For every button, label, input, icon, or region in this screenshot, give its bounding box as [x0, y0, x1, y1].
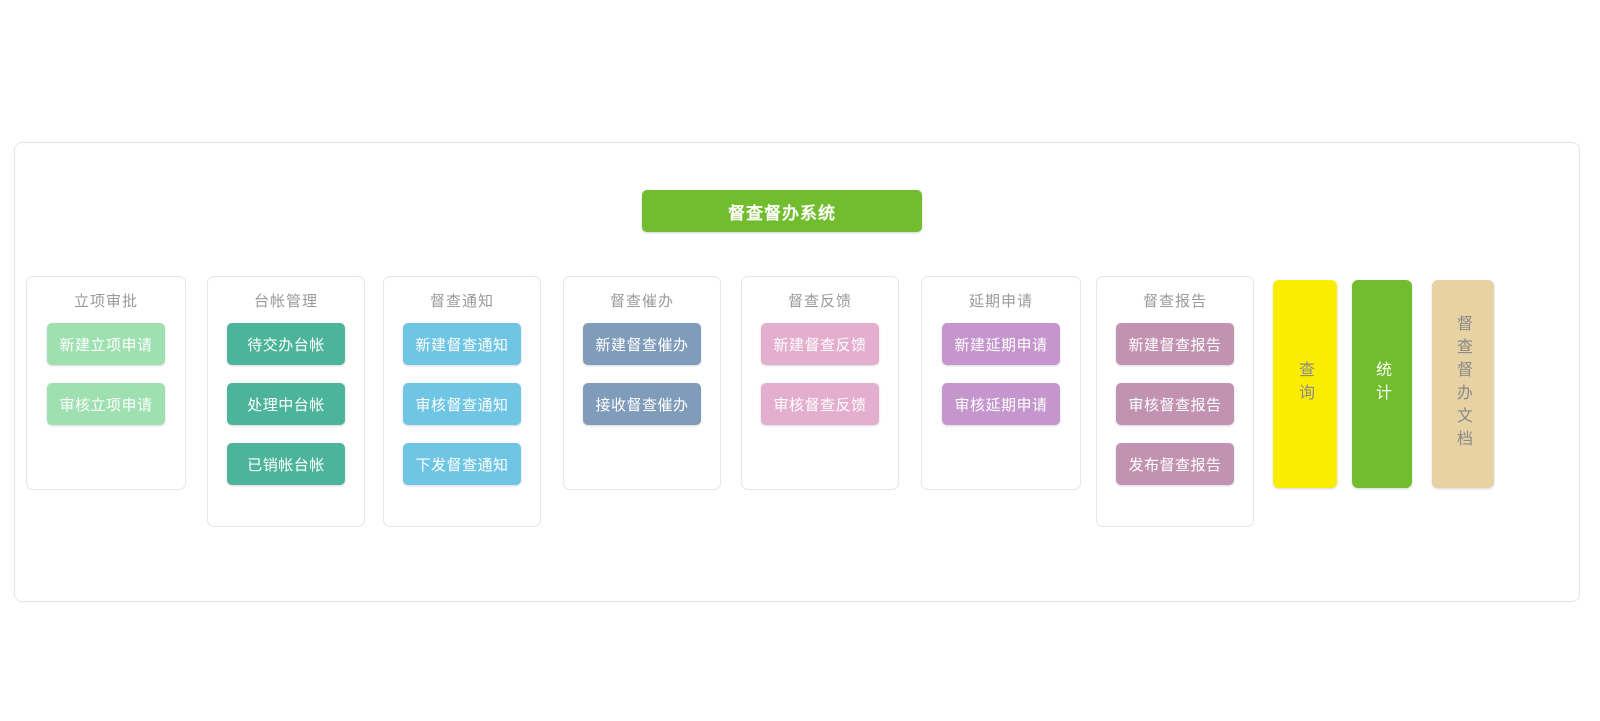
side-action-bar[interactable]: 查询 — [1273, 280, 1337, 488]
module-group-card: 督查反馈新建督查反馈审核督查反馈 — [741, 276, 899, 490]
side-action-bar[interactable]: 统计 — [1352, 280, 1412, 488]
module-action-button[interactable]: 新建督查报告 — [1116, 323, 1234, 365]
module-action-button[interactable]: 新建督查催办 — [583, 323, 701, 365]
module-action-button[interactable]: 新建立项申请 — [47, 323, 165, 365]
module-action-button[interactable]: 审核督查报告 — [1116, 383, 1234, 425]
module-group-title: 督查反馈 — [787, 292, 852, 310]
module-group-title: 督查催办 — [609, 292, 674, 310]
module-action-button[interactable]: 接收督查催办 — [583, 383, 701, 425]
module-button-list: 新建督查通知审核督查通知下发督查通知 — [384, 323, 540, 485]
module-action-button[interactable]: 发布督查报告 — [1116, 443, 1234, 485]
module-button-list: 新建督查报告审核督查报告发布督查报告 — [1097, 323, 1253, 485]
module-action-button[interactable]: 审核督查反馈 — [761, 383, 879, 425]
module-action-button[interactable]: 已销帐台帐 — [227, 443, 345, 485]
module-button-list: 新建督查反馈审核督查反馈 — [742, 323, 898, 425]
module-group-title: 督查报告 — [1142, 292, 1207, 310]
module-action-button[interactable]: 处理中台帐 — [227, 383, 345, 425]
module-action-button[interactable]: 审核立项申请 — [47, 383, 165, 425]
module-action-button[interactable]: 新建延期申请 — [942, 323, 1060, 365]
module-action-button[interactable]: 新建督查反馈 — [761, 323, 879, 365]
module-button-list: 新建立项申请审核立项申请 — [27, 323, 185, 425]
module-group-card: 督查通知新建督查通知审核督查通知下发督查通知 — [383, 276, 541, 527]
module-action-button[interactable]: 待交办台帐 — [227, 323, 345, 365]
side-action-bar[interactable]: 督查督办文档 — [1432, 280, 1494, 488]
module-group-card: 延期申请新建延期申请审核延期申请 — [921, 276, 1081, 490]
module-group-title: 立项审批 — [73, 292, 138, 310]
module-action-button[interactable]: 下发督查通知 — [403, 443, 521, 485]
module-action-button[interactable]: 新建督查通知 — [403, 323, 521, 365]
module-button-list: 新建督查催办接收督查催办 — [564, 323, 720, 425]
system-title-banner: 督查督办系统 — [642, 190, 922, 232]
module-group-card: 督查报告新建督查报告审核督查报告发布督查报告 — [1096, 276, 1254, 527]
module-action-button[interactable]: 审核督查通知 — [403, 383, 521, 425]
module-group-card: 立项审批新建立项申请审核立项申请 — [26, 276, 186, 490]
module-group-title: 督查通知 — [429, 292, 494, 310]
module-group-card: 督查催办新建督查催办接收督查催办 — [563, 276, 721, 490]
module-button-list: 新建延期申请审核延期申请 — [922, 323, 1080, 425]
module-button-list: 待交办台帐处理中台帐已销帐台帐 — [208, 323, 364, 485]
module-group-card: 台帐管理待交办台帐处理中台帐已销帐台帐 — [207, 276, 365, 527]
module-group-title: 台帐管理 — [253, 292, 318, 310]
module-action-button[interactable]: 审核延期申请 — [942, 383, 1060, 425]
module-group-title: 延期申请 — [968, 292, 1033, 310]
